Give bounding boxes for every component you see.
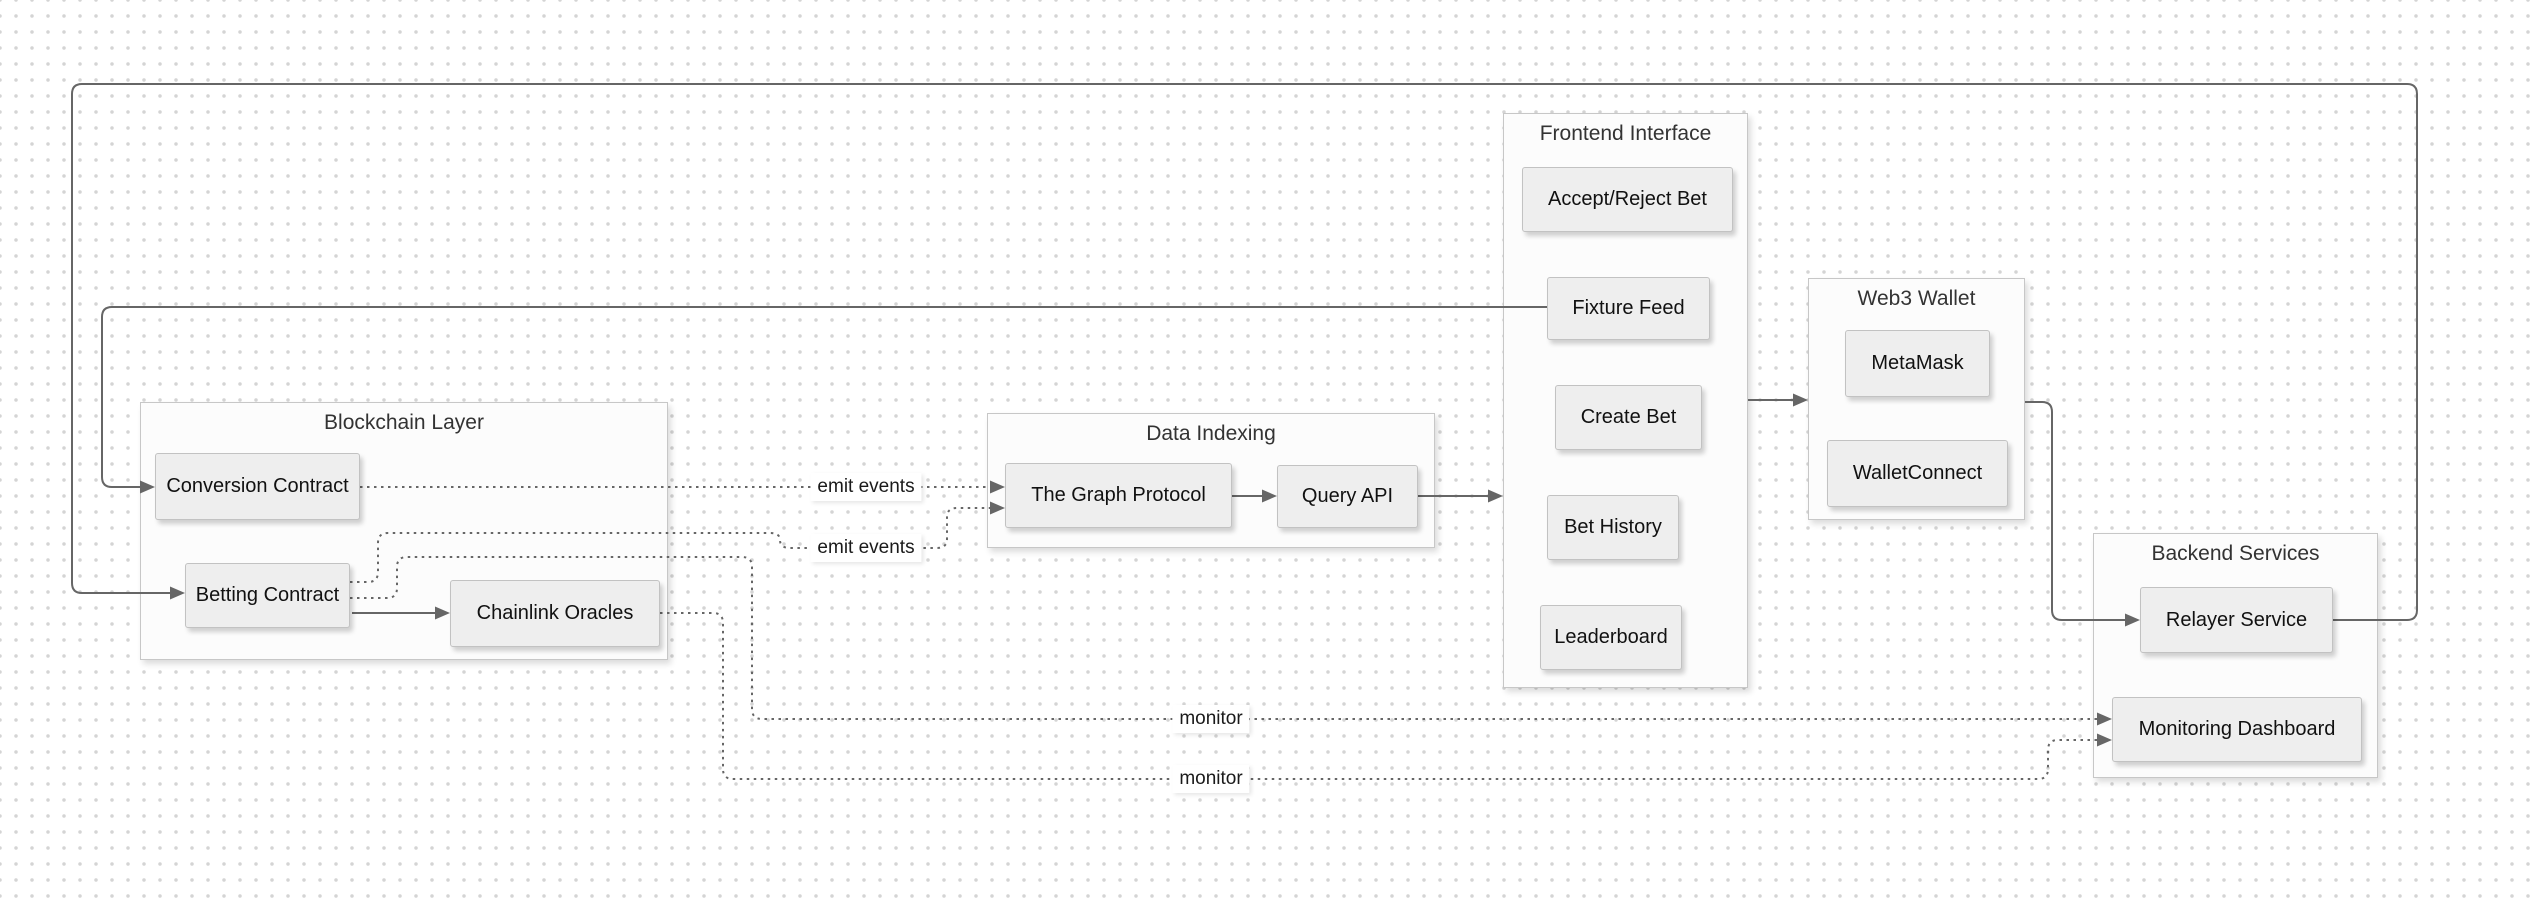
- node-chainlink-oracles[interactable]: Chainlink Oracles: [450, 580, 660, 647]
- node-fixture-feed[interactable]: Fixture Feed: [1547, 277, 1710, 340]
- group-title: Data Indexing: [1146, 422, 1276, 445]
- node-label: Accept/Reject Bet: [1548, 188, 1707, 210]
- node-query-api[interactable]: Query API: [1277, 465, 1418, 528]
- node-metamask[interactable]: MetaMask: [1845, 330, 1990, 397]
- edge-chainlink-oracles-to-monitoring-dashboard: [660, 612, 2112, 780]
- edge-label-emit-events-1: emit events: [810, 473, 922, 501]
- group-title: Blockchain Layer: [324, 411, 484, 434]
- group-title: Backend Services: [2151, 542, 2320, 565]
- node-label: MetaMask: [1871, 352, 1964, 374]
- node-label: Query API: [1301, 485, 1394, 507]
- group-title: Web3 Wallet: [1857, 287, 1976, 310]
- node-relayer-service[interactable]: Relayer Service: [2140, 587, 2333, 653]
- node-leaderboard[interactable]: Leaderboard: [1540, 605, 1682, 670]
- node-accept-reject-bet[interactable]: Accept/Reject Bet: [1522, 167, 1733, 232]
- edge-label-emit-events-2: emit events: [810, 534, 922, 562]
- node-label: Leaderboard: [1554, 626, 1668, 648]
- node-label: Bet History: [1564, 516, 1662, 538]
- node-label: Betting Contract: [195, 584, 340, 606]
- node-betting-contract[interactable]: Betting Contract: [185, 563, 350, 628]
- node-label: Relayer Service: [2165, 608, 2308, 631]
- node-label: WalletConnect: [1852, 462, 1983, 484]
- edge-label-monitor-1: monitor: [1172, 705, 1250, 733]
- node-label: Conversion Contract: [166, 475, 349, 497]
- node-label: Fixture Feed: [1572, 297, 1685, 319]
- node-the-graph-protocol[interactable]: The Graph Protocol: [1005, 463, 1232, 528]
- node-create-bet[interactable]: Create Bet: [1555, 385, 1702, 450]
- node-walletconnect[interactable]: WalletConnect: [1827, 440, 2008, 507]
- node-conversion-contract[interactable]: Conversion Contract: [155, 453, 360, 520]
- edge-label-monitor-2: monitor: [1172, 765, 1250, 793]
- group-title: Frontend Interface: [1539, 122, 1712, 145]
- node-monitoring-dashboard[interactable]: Monitoring Dashboard: [2112, 697, 2362, 762]
- node-label: Monitoring Dashboard: [2138, 718, 2336, 740]
- node-label: Create Bet: [1580, 406, 1677, 428]
- node-label: The Graph Protocol: [1031, 484, 1206, 506]
- node-bet-history[interactable]: Bet History: [1547, 495, 1679, 560]
- node-label: Chainlink Oracles: [476, 602, 634, 624]
